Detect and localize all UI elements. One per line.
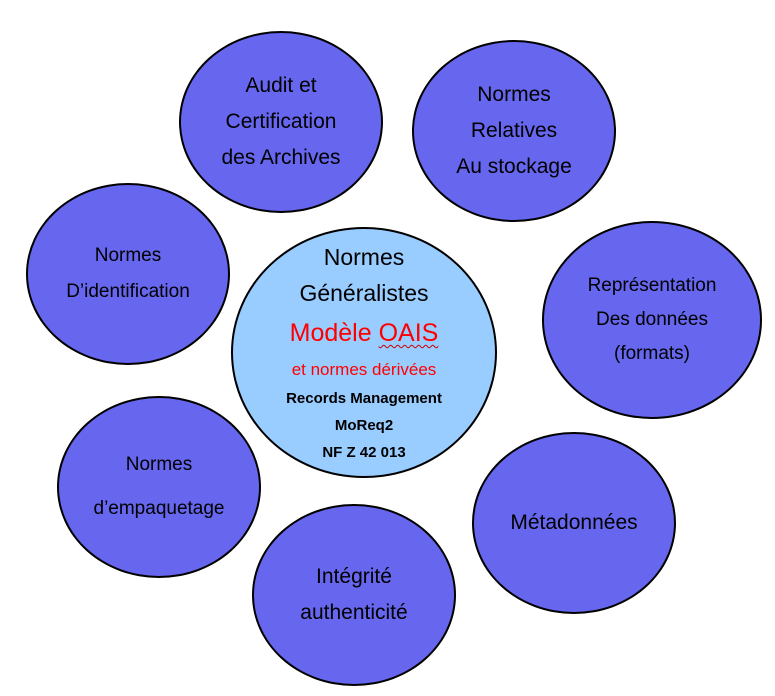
center-title: Normes <box>323 244 405 270</box>
center-derived-norms: et normes dérivées <box>291 360 437 379</box>
bubble-text: authenticité <box>300 601 408 624</box>
bubble-text: Représentation <box>587 275 717 296</box>
bubble-normes-generalistes: Normes Généralistes Modèle OAIS et norme… <box>231 227 497 478</box>
center-norm-item: MoReq2 <box>334 417 394 434</box>
bubble-text: Normes <box>125 454 193 475</box>
bubble-text: Audit et <box>245 74 317 97</box>
bubble-normes-stockage: Normes Relatives Au stockage <box>412 40 616 222</box>
bubble-text: D’identification <box>66 281 190 302</box>
bubble-text: Des données <box>596 309 708 330</box>
bubble-text: Certification <box>225 110 337 133</box>
bubble-text: Métadonnées <box>510 511 638 534</box>
center-norm-item: NF Z 42 013 <box>322 444 406 461</box>
bubble-text: Normes <box>477 83 551 106</box>
bubble-text: Relatives <box>470 119 558 142</box>
bubble-integrite-authenticite: Intégrité authenticité <box>252 504 456 686</box>
bubble-normes-empaquetage: Normes d’empaquetage <box>57 396 261 578</box>
bubble-representation-formats: Représentation Des données (formats) <box>542 221 762 419</box>
bubble-normes-identification: Normes D’identification <box>26 183 230 365</box>
bubble-text: d’empaquetage <box>93 498 225 519</box>
bubble-metadonnees: Métadonnées <box>472 432 676 614</box>
bubble-audit-certification: Audit et Certification des Archives <box>179 31 383 213</box>
center-norm-item: Records Management <box>286 390 442 407</box>
center-title: Généralistes <box>299 280 429 306</box>
bubble-text: des Archives <box>221 146 341 169</box>
bubble-text: Au stockage <box>456 155 572 178</box>
bubble-text: Intégrité <box>316 565 392 588</box>
bubble-text: Normes <box>94 245 162 266</box>
center-model-oais: Modèle OAIS <box>290 311 439 355</box>
model-name: OAIS <box>378 319 439 347</box>
model-prefix: Modèle <box>289 319 372 347</box>
bubble-text: (formats) <box>614 343 690 364</box>
